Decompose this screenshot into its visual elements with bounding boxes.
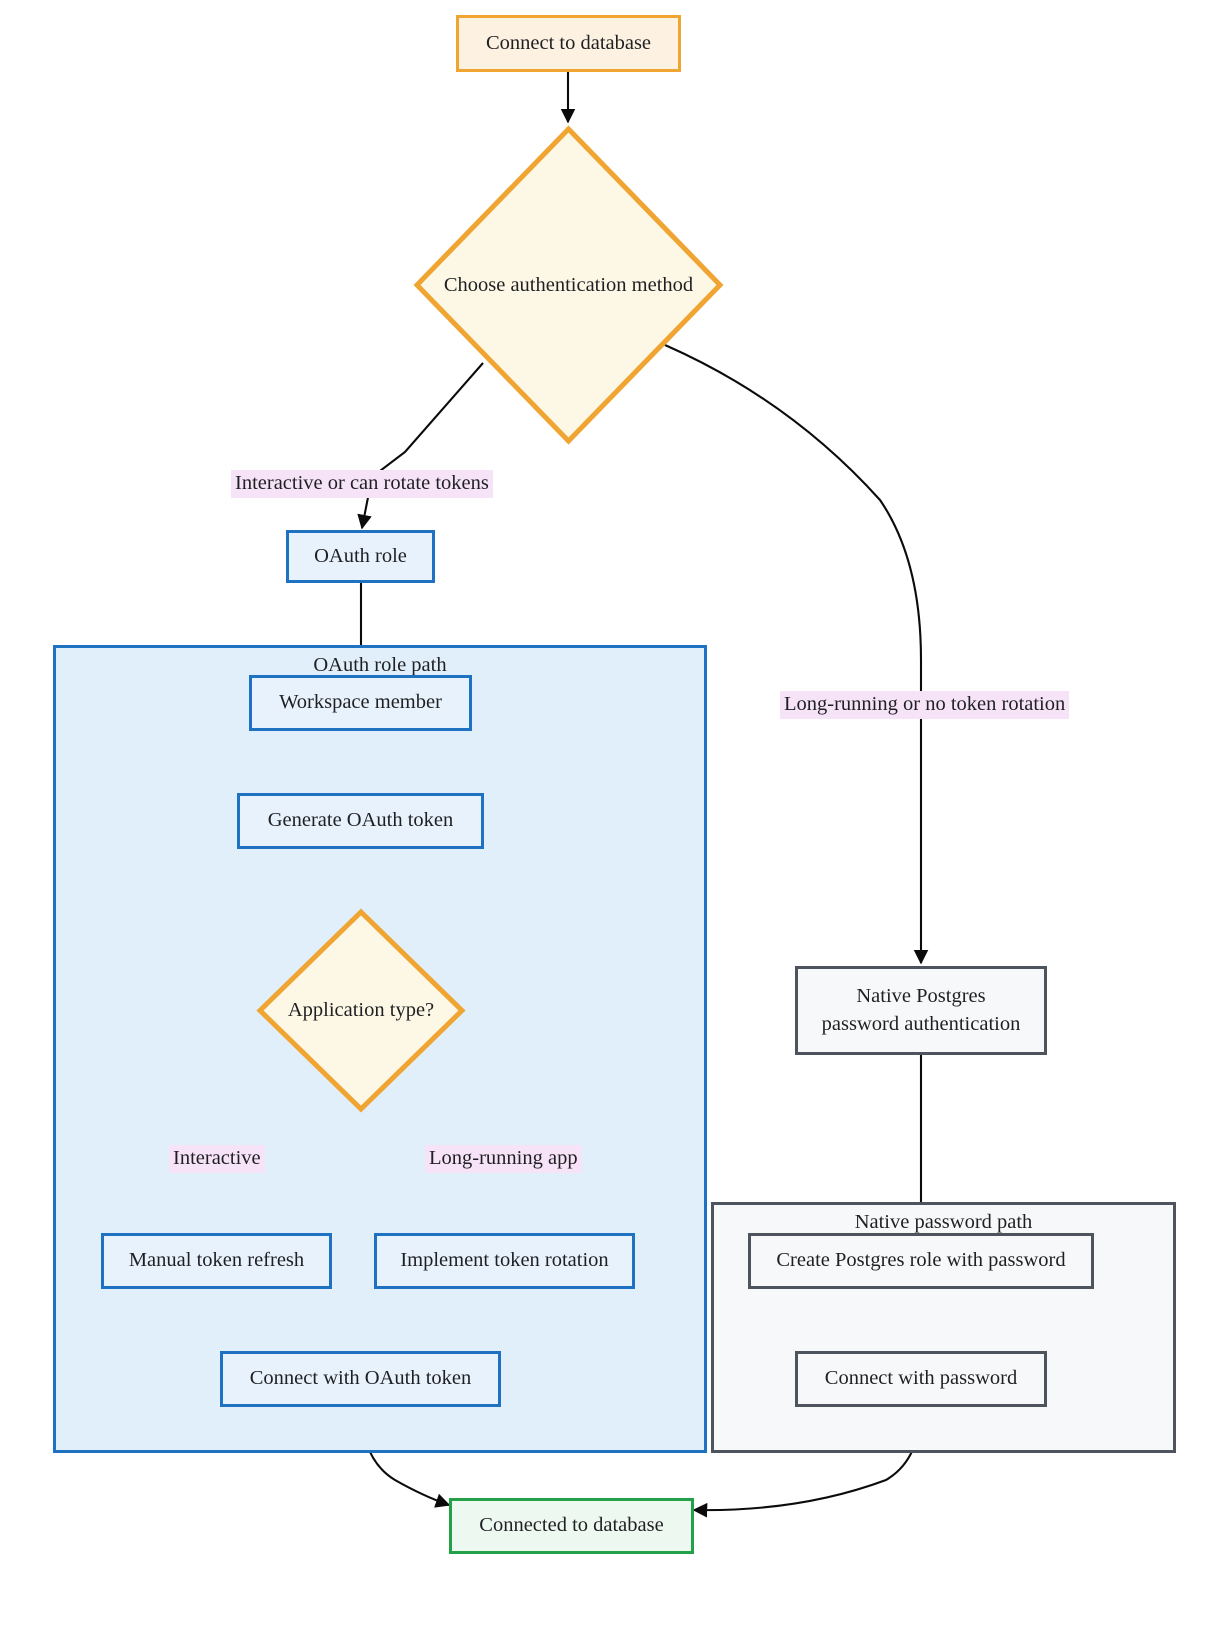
node-workspace-member[interactable]: Workspace member	[249, 675, 472, 731]
node-connect-with-password[interactable]: Connect with password	[795, 1351, 1047, 1407]
node-create-postgres-role-with-password[interactable]: Create Postgres role with password	[748, 1233, 1094, 1289]
node-implement-token-rotation[interactable]: Implement token rotation	[374, 1233, 635, 1289]
node-start[interactable]: Connect to database	[456, 15, 681, 72]
node-generate-oauth-token[interactable]: Generate OAuth token	[237, 793, 484, 849]
node-native-postgres-password-authentication[interactable]: Native Postgres password authentication	[795, 966, 1047, 1055]
node-oauth-role[interactable]: OAuth role	[286, 530, 435, 583]
node-choose-authentication-method[interactable]: Choose authentication method	[413, 125, 724, 445]
cluster-oauth-role-path-title: OAuth role path	[313, 654, 447, 676]
diamond-shape	[413, 125, 724, 445]
node-manual-token-refresh[interactable]: Manual token refresh	[101, 1233, 332, 1289]
native-auth-line-2: password authentication	[821, 1012, 1021, 1035]
edge-label-interactive: Interactive	[169, 1145, 265, 1173]
cluster-native-password-path-title: Native password path	[854, 1211, 1033, 1233]
edge-label-long-running-or-no-token-rotation: Long-running or no token rotation	[780, 691, 1070, 719]
native-auth-line-1: Native Postgres	[856, 984, 986, 1007]
node-choose-authentication-method-label: Choose authentication method	[443, 273, 694, 296]
diamond-shape	[256, 908, 466, 1113]
edge-label-long-running-app: Long-running app	[425, 1145, 582, 1173]
node-application-type-label: Application type?	[287, 999, 435, 1021]
node-connected-to-database[interactable]: Connected to database	[449, 1498, 694, 1554]
edge-label-interactive-or-can-rotate-tokens: Interactive or can rotate tokens	[231, 470, 493, 498]
node-application-type[interactable]: Application type?	[256, 908, 466, 1113]
node-connect-with-oauth-token[interactable]: Connect with OAuth token	[220, 1351, 501, 1407]
